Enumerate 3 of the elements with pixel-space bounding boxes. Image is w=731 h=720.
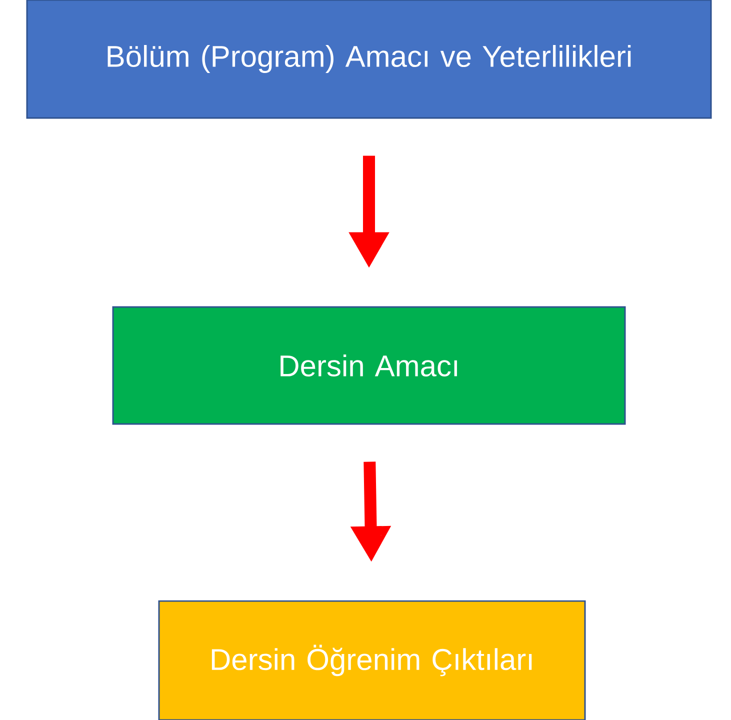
process-box: Bölüm (Program) Amacı ve Yeterlilikleri [26, 0, 712, 119]
process-box: Dersin Öğrenim Çıktıları [158, 600, 586, 720]
process-box: Dersin Amacı [112, 306, 626, 425]
